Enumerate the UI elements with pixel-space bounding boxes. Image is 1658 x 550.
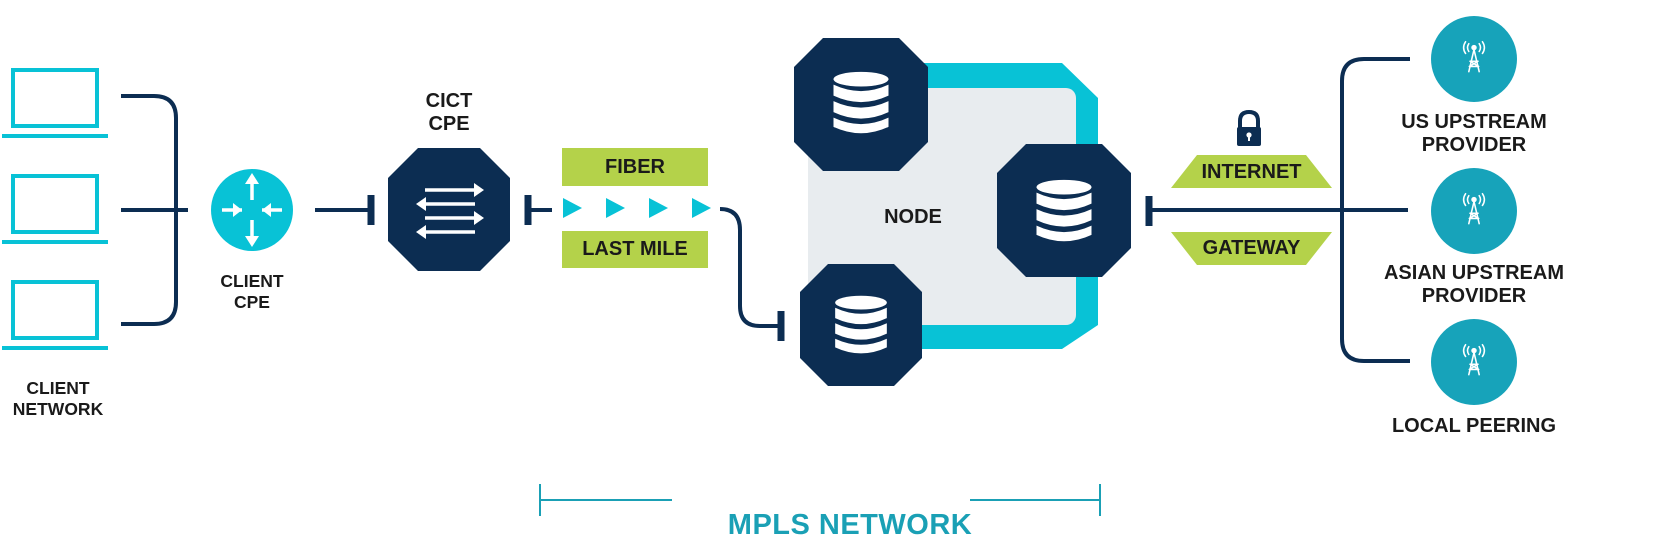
fiber-link [562,148,711,268]
internet-label: INTERNET [1201,161,1302,183]
mpls-network-label: MPLS NETWORK [727,509,973,541]
laptop-icon [0,68,110,138]
provider-local-label: LOCAL PEERING [1384,415,1564,438]
provider-us-label: US UPSTREAM PROVIDER [1384,111,1564,157]
cict-cpe-label: CICT CPE [399,90,499,136]
lock-icon [1237,109,1261,146]
client-network-label-line2: NETWORK [12,399,104,419]
database-node-top [794,38,928,171]
provider-local-label-line1: LOCAL PEERING [1391,415,1557,437]
gateway-banners [1171,155,1332,265]
connector-line [719,207,785,341]
switch-icon [388,148,510,271]
connector-line [1145,57,1410,363]
client-network-label: CLIENT NETWORK [0,378,116,420]
cict-cpe-label-line2: CPE [428,113,470,135]
client-cpe-label-line2: CPE [234,292,270,312]
client-network-label-line1: CLIENT [26,378,90,398]
last-mile-label: LAST MILE [582,238,688,260]
provider-asian-label: ASIAN UPSTREAM PROVIDER [1378,262,1570,308]
connector-line [315,195,375,225]
router-icon [211,169,293,251]
connector-line [524,195,552,225]
mpls-bracket [539,484,1101,516]
provider-asian [1431,168,1517,254]
client-bracket [121,94,188,326]
client-laptops [0,68,110,350]
provider-asian-label-line2: PROVIDER [1421,285,1527,307]
laptop-icon [0,174,110,244]
provider-us-label-line1: US UPSTREAM [1401,111,1547,133]
node-label: NODE [884,206,942,228]
laptop-icon [0,280,110,350]
gateway-label: GATEWAY [1202,237,1301,259]
client-cpe-label-line1: CLIENT [220,271,284,291]
provider-us [1431,16,1517,102]
cict-cpe-label-line1: CICT [425,90,473,112]
provider-us-label-line2: PROVIDER [1421,134,1527,156]
client-cpe-label: CLIENT CPE [202,271,302,313]
database-node-right [997,144,1131,277]
provider-asian-label-line1: ASIAN UPSTREAM [1383,262,1564,284]
database-node-bottom [800,264,922,386]
provider-local [1431,319,1517,405]
fiber-label: FIBER [605,156,665,178]
